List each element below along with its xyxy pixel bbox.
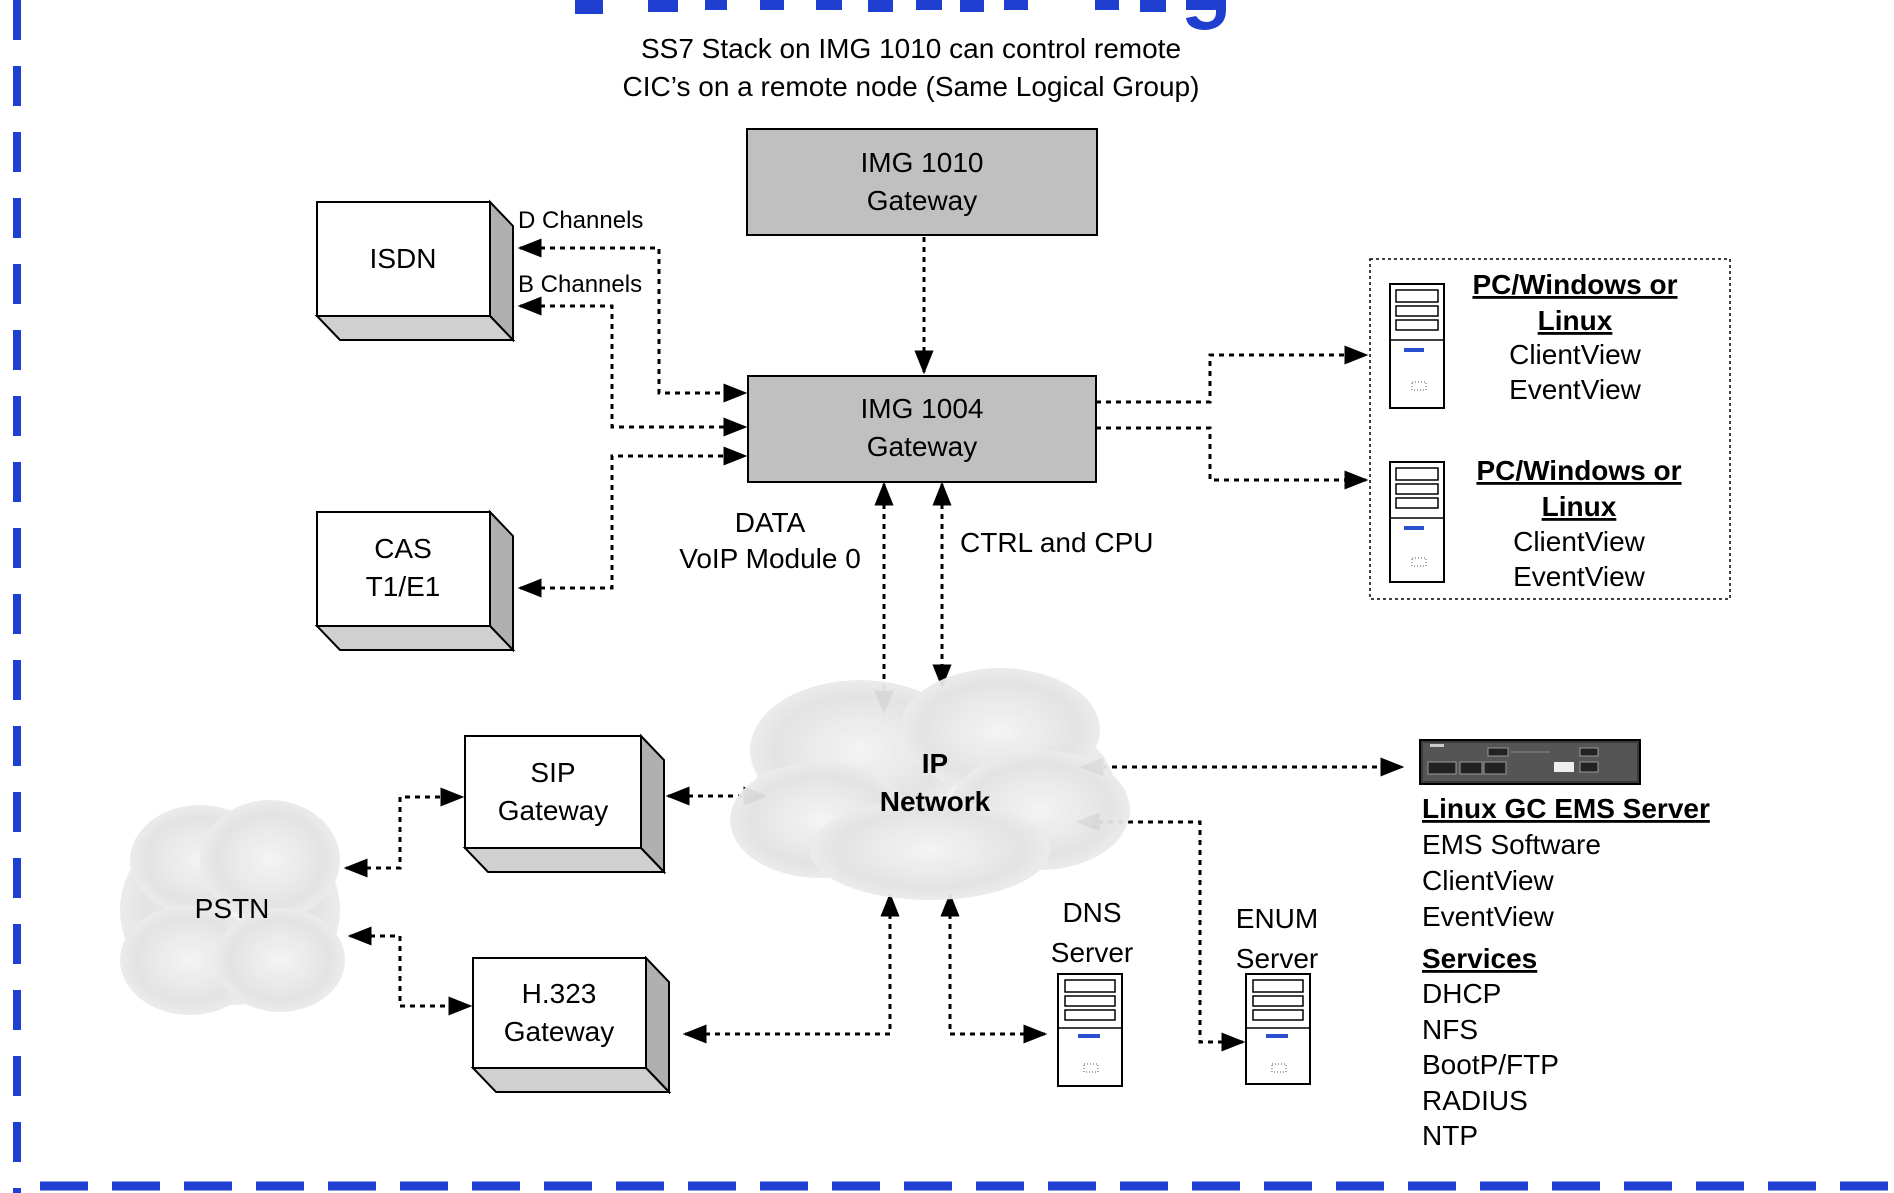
link-b-channels [517, 296, 748, 437]
link-pstn-sip [343, 787, 465, 878]
link-d-channels [517, 238, 748, 403]
services-title: Services [1422, 943, 1537, 974]
isdn-box[interactable]: ISDN [314, 199, 516, 343]
link-cas [517, 446, 748, 598]
img1004-label-line2: Gateway [867, 431, 978, 462]
h323-label-line1: H.323 [522, 978, 597, 1009]
ip-network-label-line2: Network [880, 786, 991, 817]
link-pc2 [1096, 426, 1369, 490]
service-radius: RADIUS [1422, 1085, 1528, 1116]
enum-server-icon[interactable] [1245, 973, 1311, 1085]
ems-item-software: EMS Software [1422, 829, 1601, 860]
pc1-app-eventview: EventView [1509, 374, 1642, 405]
sip-label-line1: SIP [530, 757, 575, 788]
dns-label-line2: Server [1051, 937, 1133, 968]
link-pstn-h323 [347, 926, 473, 1016]
pc1-app-clientview: ClientView [1509, 339, 1642, 370]
pc2-title-line1: PC/Windows or [1476, 455, 1681, 486]
stack-note-line1: SS7 Stack on IMG 1010 can control remote [641, 33, 1181, 64]
pc1-title-line1: PC/Windows or [1472, 269, 1677, 300]
ems-server-title: Linux GC EMS Server [1422, 793, 1710, 824]
pc-group [1369, 258, 1731, 600]
link-pc1 [1096, 345, 1369, 404]
ip-network-label-line1: IP [922, 748, 948, 779]
ems-item-eventview: EventView [1422, 901, 1555, 932]
ems-item-clientview: ClientView [1422, 865, 1555, 896]
h323-label-line2: Gateway [504, 1016, 615, 1047]
page-title-fragment [575, 0, 1226, 30]
cas-label-line1: CAS [374, 533, 432, 564]
sip-label-line2: Gateway [498, 795, 609, 826]
stack-note-line2: CIC’s on a remote node (Same Logical Gro… [623, 71, 1200, 102]
img1004-gateway[interactable]: IMG 1004 Gateway [747, 375, 1097, 483]
b-channels-label: B Channels [518, 271, 642, 298]
img1004-label-line1: IMG 1004 [861, 393, 984, 424]
service-bootp-ftp: BootP/FTP [1422, 1049, 1559, 1080]
data-label-line1: DATA [735, 507, 806, 538]
sip-gateway[interactable]: SIP Gateway [462, 733, 667, 875]
pc2-app-clientview: ClientView [1513, 526, 1646, 557]
service-nfs: NFS [1422, 1014, 1478, 1045]
img1010-label-line1: IMG 1010 [861, 147, 984, 178]
link-h323-ip [682, 892, 900, 1044]
ip-network-cloud[interactable]: IP Network [730, 668, 1130, 900]
link-dns-ip [940, 892, 1048, 1044]
service-ntp: NTP [1422, 1120, 1478, 1151]
h323-gateway[interactable]: H.323 Gateway [470, 955, 672, 1095]
pstn-label: PSTN [195, 893, 270, 924]
service-dhcp: DHCP [1422, 978, 1501, 1009]
dns-server-icon[interactable] [1057, 973, 1123, 1087]
ctrl-cpu-label: CTRL and CPU [960, 527, 1153, 558]
enum-label-line1: ENUM [1236, 903, 1318, 934]
ems-rack-server-icon[interactable] [1419, 739, 1641, 785]
pc1-tower-icon [1389, 283, 1445, 409]
enum-label-line2: Server [1236, 943, 1318, 974]
pc2-tower-icon [1389, 461, 1445, 583]
img1010-label-line2: Gateway [867, 185, 978, 216]
d-channels-label: D Channels [518, 207, 643, 234]
pc2-title-line2: Linux [1542, 491, 1617, 522]
img1010-gateway[interactable]: IMG 1010 Gateway [746, 128, 1098, 236]
link-enum-ip [1075, 812, 1246, 1052]
cas-label-line2: T1/E1 [366, 571, 441, 602]
pc2-app-eventview: EventView [1513, 561, 1646, 592]
isdn-label: ISDN [370, 243, 437, 274]
frame-border [13, 0, 1894, 1193]
pstn-cloud[interactable]: PSTN [120, 800, 345, 1015]
dns-label-line1: DNS [1062, 897, 1121, 928]
data-label-line2: VoIP Module 0 [679, 543, 861, 574]
pc1-title-line2: Linux [1538, 305, 1613, 336]
cas-box[interactable]: CAS T1/E1 [314, 509, 516, 653]
